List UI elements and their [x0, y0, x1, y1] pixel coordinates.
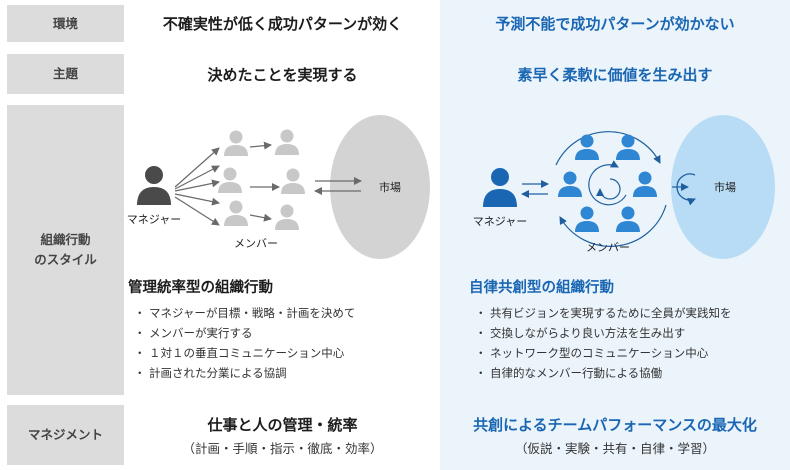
left-arrow-secondary-1 [249, 141, 272, 150]
right-bullet-1-cont-text: 交換しながらより良い方法を生み出す [490, 326, 686, 340]
left-environment: 不確実性が低く成功パターンが効く [162, 15, 403, 33]
left-members-label: メンバー [234, 237, 278, 250]
row-label-org-style: 組織行動 のスタイル [7, 105, 124, 395]
row-label-org-style-line2: のスタイル [34, 252, 97, 267]
left-arrow-member-3 [174, 179, 220, 192]
left-bullet-1: マネジャーが目標・戦略・計画を決めて [134, 303, 437, 323]
right-style-heading: 自律共創型の組織行動 [469, 280, 614, 296]
right-bullet-2: ネットワーク型のコミュニケーション中心 [475, 343, 783, 363]
right-members-label: メンバー [586, 241, 630, 254]
right-market-ellipse [671, 115, 775, 259]
left-arrow-member-2 [174, 165, 220, 190]
right-member-icon-5 [575, 206, 599, 232]
left-arrow-member-5 [174, 196, 220, 226]
left-bullet-2: １対１の垂直コミュニケーション中心 [134, 343, 437, 363]
right-bullet-1-cont: 交換しながらより良い方法を生み出す [475, 323, 783, 343]
left-member-icon-2 [275, 129, 299, 155]
right-member-icon-6 [616, 206, 640, 232]
right-management-sub: （仮説・実験・共有・自律・学習） [514, 440, 715, 456]
left-arrow-member-4 [174, 193, 220, 206]
left-member-icon-6 [275, 204, 299, 230]
left-market-label: 市場 [379, 180, 401, 194]
left-member-icon-4 [281, 168, 305, 194]
right-market-label: 市場 [714, 180, 736, 194]
left-style-bullets: マネジャーが目標・戦略・計画を決めて メンバーが実行する １対１の垂直コミュニケ… [134, 303, 437, 383]
left-arrow-secondary-3 [249, 213, 272, 222]
right-manager-label: マネジャー [473, 215, 527, 228]
left-org-diagram: 市場 マネジャー メンバー [127, 115, 430, 259]
left-bullet-1-cont-text: メンバーが実行する [149, 326, 253, 340]
right-spiral-inner [596, 178, 621, 200]
right-spiral-outer [588, 160, 627, 206]
right-bullet-1: 共有ビジョンを実現するために全員が実践知を [475, 303, 783, 323]
left-bullet-3: 計画された分業による協調 [134, 363, 437, 383]
left-style-heading: 管理統率型の組織行動 [128, 280, 273, 296]
left-member-icon-3 [218, 167, 242, 193]
left-management-sub: （計画・手順・指示・徹底・効率） [182, 440, 383, 456]
left-management-title: 仕事と人の管理・統率 [207, 415, 358, 434]
left-arrow-member-1 [174, 147, 220, 188]
left-market-ellipse [330, 115, 430, 259]
right-flow-arc-top [555, 131, 661, 166]
left-member-icon-5 [224, 200, 248, 226]
right-style-bullets: 共有ビジョンを実現するために全員が実践知を 交換しながらより良い方法を生み出す … [475, 303, 783, 383]
left-theme: 決めたことを実現する [207, 65, 358, 84]
right-member-icon-4 [633, 171, 657, 197]
right-member-icon-2 [616, 134, 640, 160]
right-environment: 予測不能で成功パターンが効かない [495, 15, 735, 33]
right-member-icon-3 [558, 171, 582, 197]
right-member-icon-1 [575, 134, 599, 160]
right-bullet-3: 自律的なメンバー行動による協働 [475, 363, 783, 383]
row-label-theme: 主題 [7, 54, 124, 94]
left-manager-label: マネジャー [127, 213, 181, 226]
right-manager-icon [483, 168, 517, 207]
row-label-management: マネジメント [7, 405, 124, 465]
left-member-icon-1 [224, 130, 248, 156]
left-bullet-1-cont: メンバーが実行する [134, 323, 437, 343]
left-manager-icon [137, 166, 171, 205]
row-label-environment: 環境 [7, 5, 124, 42]
right-management-title: 共創によるチームパフォーマンスの最大化 [473, 415, 757, 434]
right-theme: 素早く柔軟に価値を生み出す [517, 65, 713, 84]
left-management: 仕事と人の管理・統率 （計画・手順・指示・徹底・効率） [125, 405, 440, 465]
right-flow-arc-bottom [559, 204, 667, 247]
row-label-org-style-line1: 組織行動 [40, 232, 91, 247]
right-management: 共創によるチームパフォーマンスの最大化 （仮説・実験・共有・自律・学習） [440, 405, 790, 465]
right-org-diagram: 市場 マネジャー メンバー [473, 115, 775, 259]
